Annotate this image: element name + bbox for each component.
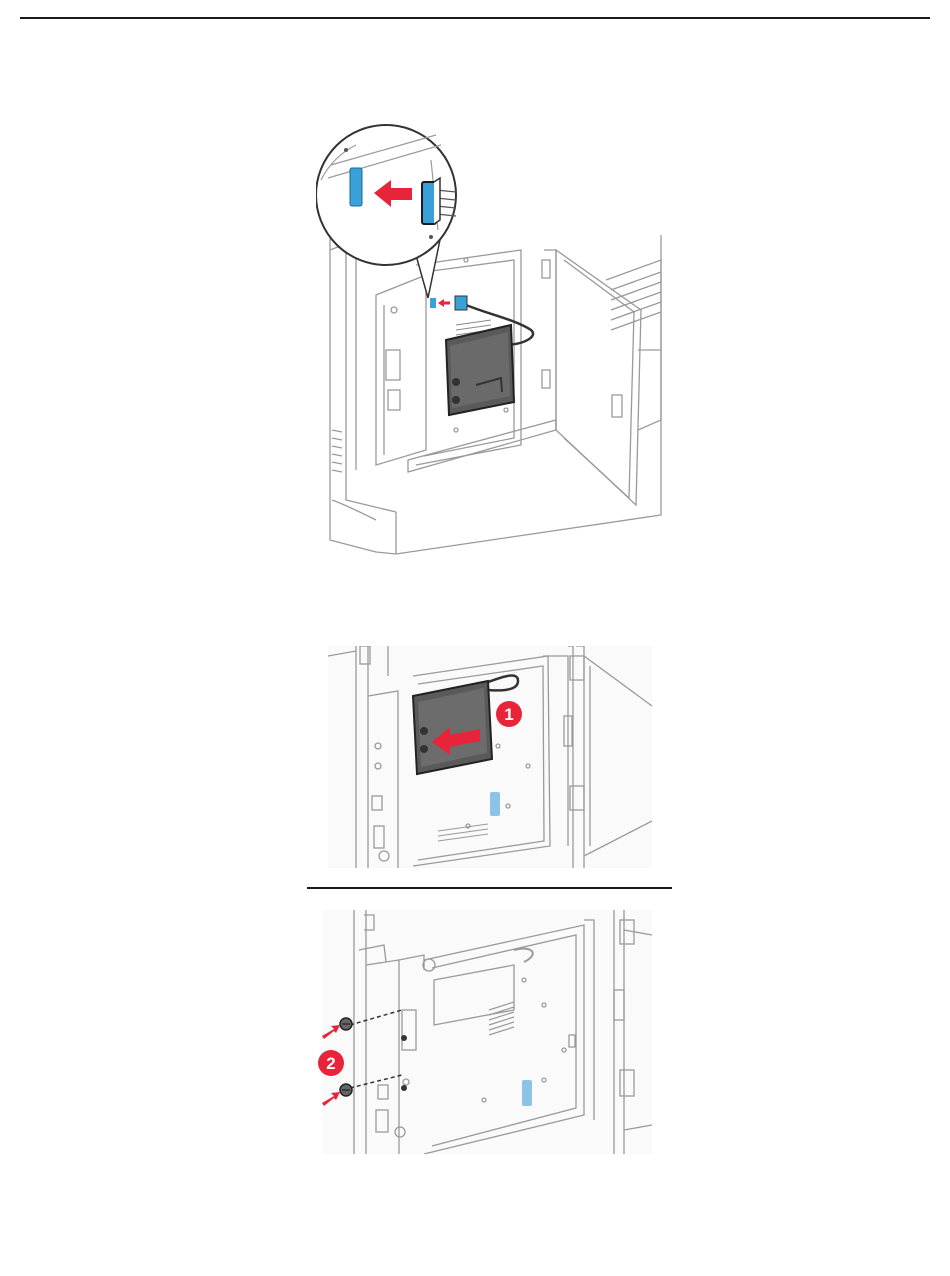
screw-icon xyxy=(340,1018,352,1030)
connector-icon xyxy=(522,1080,532,1106)
connector-icon xyxy=(350,168,362,206)
step-badge-label: 1 xyxy=(504,705,513,724)
connector-icon xyxy=(490,792,500,816)
screw-icon xyxy=(340,1084,352,1096)
step-badge-icon: 1 xyxy=(496,701,522,727)
wireless-module-board xyxy=(413,681,492,774)
figure-connect-cable xyxy=(316,120,666,560)
step-badge-label: 2 xyxy=(326,1054,335,1073)
figure-slide-board: 1 xyxy=(328,646,652,868)
figure-insert-screws: 2 xyxy=(314,910,652,1154)
wireless-module-board xyxy=(446,325,514,415)
step-badge-icon: 2 xyxy=(318,1050,344,1076)
divider-rule xyxy=(307,887,672,889)
top-rule xyxy=(20,17,930,19)
